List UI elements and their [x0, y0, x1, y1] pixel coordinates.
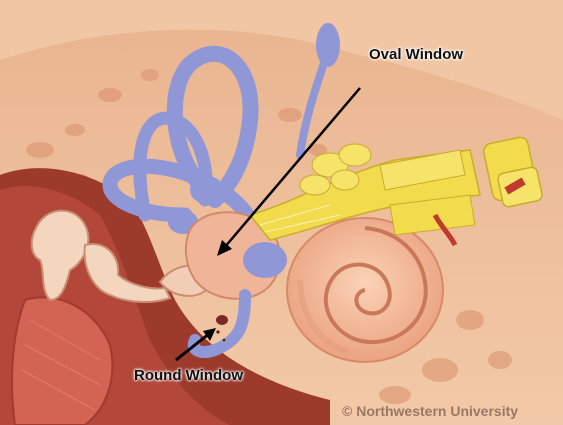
ampulla	[190, 176, 224, 204]
saccule	[243, 242, 287, 278]
cochlea	[287, 218, 443, 362]
oval-window-label: Oval Window	[369, 46, 463, 63]
endolymphatic-sac	[316, 23, 340, 67]
round-window-label: Round Window	[134, 367, 243, 384]
copyright-credit: © Northwestern University	[342, 403, 518, 419]
